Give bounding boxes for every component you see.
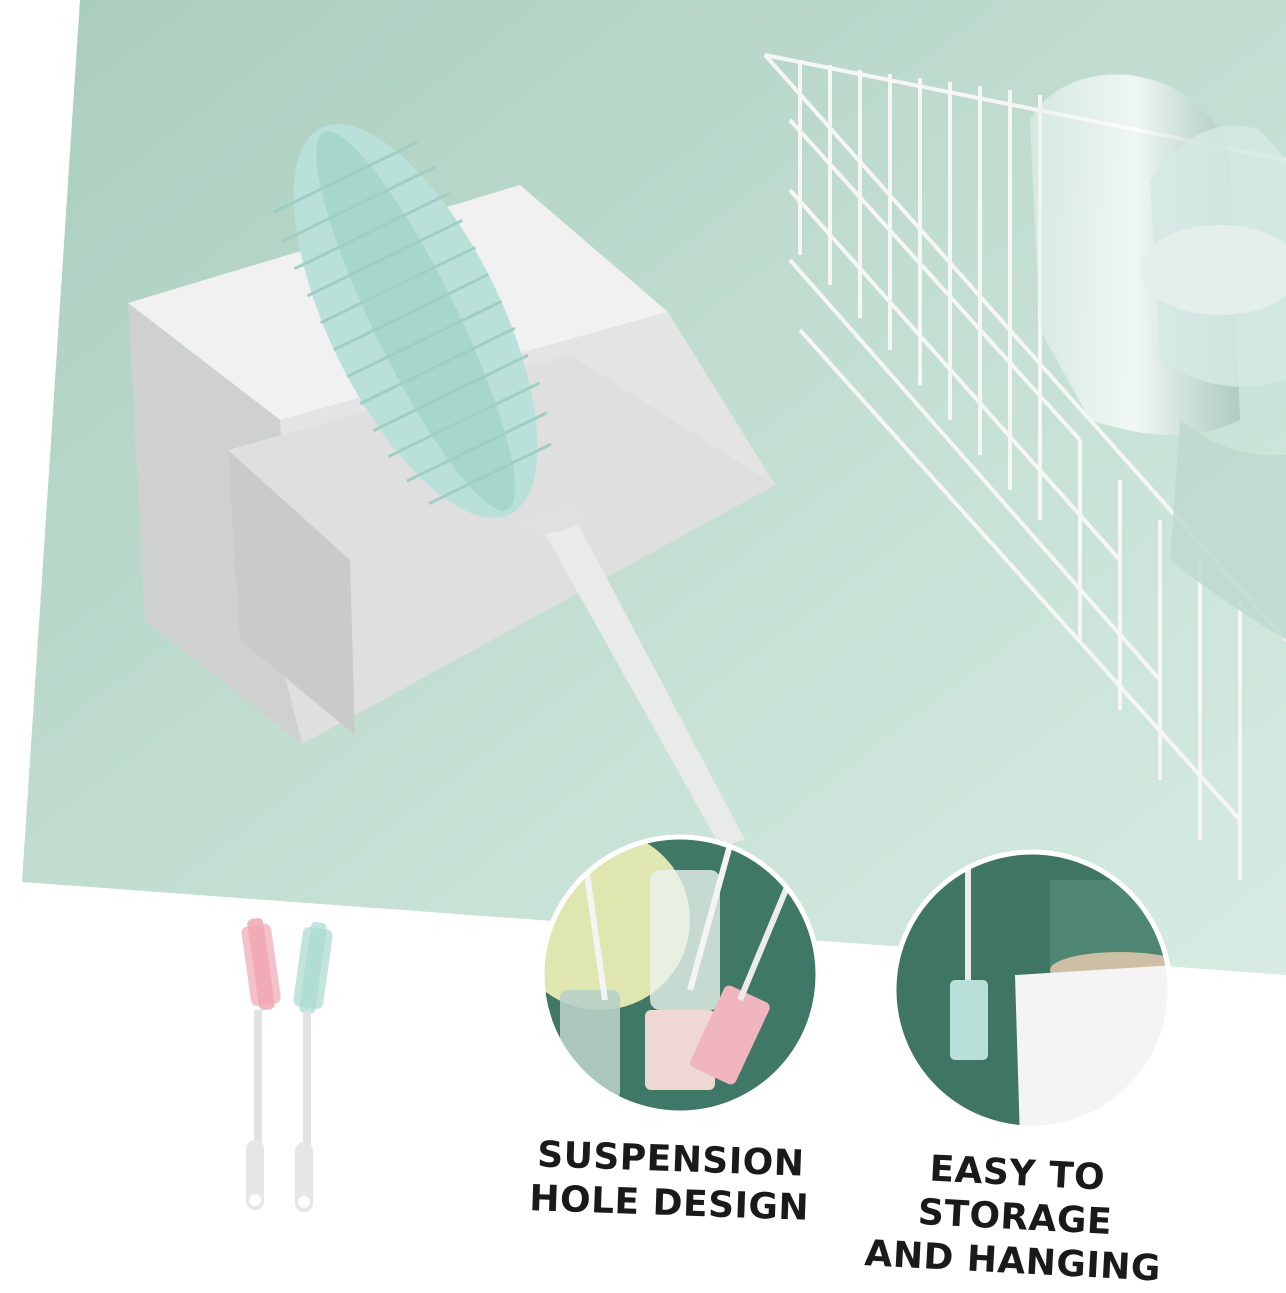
suspension-caption: SUSPENSION HOLE DESIGN bbox=[519, 1133, 822, 1231]
storage-inset bbox=[894, 852, 1170, 1128]
suspension-caption-text: SUSPENSION HOLE DESIGN bbox=[528, 1134, 810, 1229]
storage-caption-text: EASY TO STORAGE AND HANGING bbox=[863, 1148, 1162, 1290]
mint-small-brush bbox=[293, 921, 333, 1212]
pink-small-brush bbox=[241, 917, 281, 1210]
suspension-inset bbox=[542, 837, 818, 1113]
mint-brush-head bbox=[272, 124, 552, 518]
storage-caption: EASY TO STORAGE AND HANGING bbox=[832, 1143, 1198, 1293]
